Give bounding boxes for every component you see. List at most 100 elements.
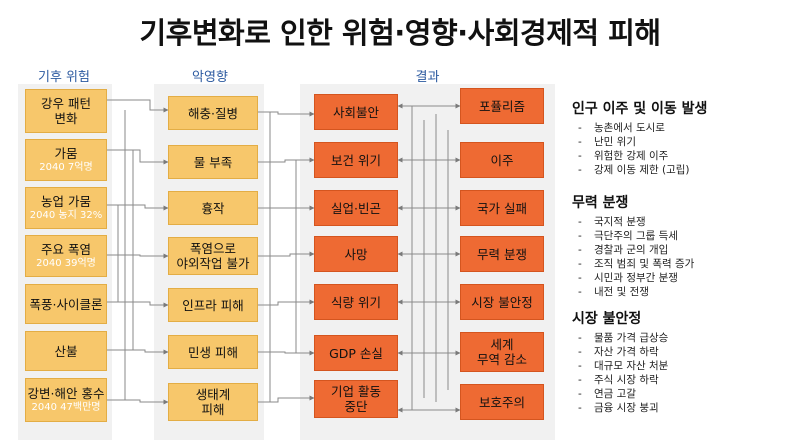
risk-label: 폭풍·사이클론 [29, 296, 103, 312]
section-list: 물품 가격 급상승 자산 가격 하락 대규모 자산 처분 주식 시장 하락 연금… [572, 331, 668, 415]
list-item: 주식 시장 하락 [572, 373, 668, 387]
section-market: 시장 불안정 물품 가격 급상승 자산 가격 하락 대규모 자산 처분 주식 시… [572, 308, 668, 415]
effect-box: 민생 피해 [168, 335, 258, 369]
result-box: 보건 위기 [314, 142, 398, 178]
risk-box: 가뭄 2040 7억명 [25, 139, 107, 181]
connector [107, 349, 169, 355]
result-label: GDP 손실 [329, 345, 383, 361]
section-migration: 인구 이주 및 이동 발생 농촌에서 도시로 난민 위기 위험한 강제 이주 강… [572, 98, 707, 177]
connector [258, 157, 315, 163]
result-box: 실업·빈곤 [314, 190, 398, 226]
effect-label: 물 부족 [193, 154, 233, 170]
result-box: 사회불안 [314, 94, 398, 130]
outcome-label: 무력 분쟁 [477, 246, 527, 262]
header-risk: 기후 위험 [38, 70, 90, 85]
result-label: 기업 활동 중단 [331, 384, 381, 414]
list-item: 농촌에서 도시로 [572, 121, 707, 135]
result-box: 기업 활동 중단 [314, 380, 398, 418]
list-item: 경찰과 군의 개입 [572, 243, 694, 257]
connector [258, 395, 315, 403]
result-box: 식량 위기 [314, 284, 398, 320]
outcome-label: 세계 무역 감소 [477, 337, 527, 367]
list-item: 난민 위기 [572, 135, 707, 149]
page-title: 기후변화로 인한 위험·영향·사회경제적 피해 [139, 16, 661, 50]
result-label: 보건 위기 [331, 152, 381, 168]
list-item: 내전 및 전쟁 [572, 285, 694, 299]
connector [258, 111, 315, 117]
list-item: 위험한 강제 이주 [572, 149, 707, 163]
result-label: 실업·빈곤 [331, 200, 381, 216]
risk-box: 주요 폭염 2040 39억명 [25, 235, 107, 277]
list-item: 대규모 자산 처분 [572, 359, 668, 373]
risk-label: 가뭄 [54, 146, 78, 161]
connector [107, 149, 169, 165]
outcome-label: 이주 [490, 152, 514, 168]
connector [107, 399, 169, 405]
effect-box: 해충·질병 [168, 96, 258, 130]
connector [258, 299, 315, 306]
risk-label: 농업 가뭄 [41, 194, 91, 209]
connector [107, 301, 169, 308]
list-item: 자산 가격 하락 [572, 345, 668, 359]
result-label: 사회불안 [332, 104, 379, 120]
list-item: 국지적 분쟁 [572, 215, 694, 229]
risk-label: 산불 [54, 343, 78, 359]
outcome-label: 시장 불안정 [471, 294, 533, 310]
connector [107, 204, 169, 211]
list-item: 물품 가격 급상승 [572, 331, 668, 345]
outcome-label: 보호주의 [478, 394, 525, 410]
risk-stat: 2040 47백만명 [31, 402, 101, 413]
risk-box: 강변·해안 홍수 2040 47백만명 [25, 378, 107, 422]
effect-label: 해충·질병 [188, 105, 238, 121]
outcome-box: 무력 분쟁 [460, 236, 544, 272]
connector [107, 99, 169, 113]
result-label: 사망 [344, 246, 368, 262]
outcome-label: 포퓰리즘 [478, 98, 525, 114]
connector [107, 253, 169, 259]
section-list: 국지적 분쟁 극단주의 그룹 득세 경찰과 군의 개입 조직 범죄 및 폭력 증… [572, 215, 694, 299]
outcome-box: 포퓰리즘 [460, 88, 544, 124]
header-effect: 악영향 [192, 70, 228, 85]
effect-label: 인프라 피해 [182, 297, 244, 313]
effect-label: 생태계 피해 [195, 387, 231, 417]
section-title: 인구 이주 및 이동 발생 [572, 101, 708, 117]
list-item: 금융 시장 붕괴 [572, 401, 668, 415]
risk-box: 농업 가뭄 2040 농지 32% [25, 187, 107, 229]
effect-label: 폭염으로 야외작업 불가 [176, 241, 250, 271]
risk-stat: 2040 농지 32% [29, 210, 103, 221]
risk-stat: 2040 7억명 [39, 162, 93, 173]
section-list: 농촌에서 도시로 난민 위기 위험한 강제 이주 강제 이동 제한 (고립) [572, 121, 707, 177]
list-item: 조직 범죄 및 폭력 증가 [572, 257, 694, 271]
effect-box: 물 부족 [168, 145, 258, 179]
outcome-box: 보호주의 [460, 384, 544, 420]
effect-label: 민생 피해 [188, 344, 238, 360]
list-item: 연금 고갈 [572, 387, 668, 401]
outcome-box: 국가 실패 [460, 190, 544, 226]
outcome-box: 세계 무역 감소 [460, 332, 544, 372]
outcome-box: 시장 불안정 [460, 284, 544, 320]
result-label: 식량 위기 [331, 294, 381, 310]
connector [258, 251, 315, 257]
risk-label: 강변·해안 홍수 [27, 386, 105, 401]
section-title: 무력 분쟁 [572, 195, 629, 211]
list-item: 시민과 정부간 분쟁 [572, 271, 694, 285]
risk-label: 강우 패턴 변화 [41, 96, 91, 126]
risk-box: 강우 패턴 변화 [25, 89, 107, 133]
list-item: 강제 이동 제한 (고립) [572, 163, 707, 177]
section-conflict: 무력 분쟁 국지적 분쟁 극단주의 그룹 득세 경찰과 군의 개입 조직 범죄 … [572, 192, 694, 299]
header-result: 결과 [415, 70, 440, 85]
result-box: GDP 손실 [314, 335, 398, 371]
risk-box: 폭풍·사이클론 [25, 284, 107, 324]
connector [258, 350, 315, 356]
section-title: 시장 불안정 [572, 311, 642, 327]
effect-box: 생태계 피해 [168, 383, 258, 421]
effect-box: 인프라 피해 [168, 288, 258, 322]
risk-box: 산불 [25, 331, 107, 371]
result-box: 사망 [314, 236, 398, 272]
risk-label: 주요 폭염 [41, 242, 91, 257]
effect-box: 흉작 [168, 191, 258, 225]
effect-box: 폭염으로 야외작업 불가 [168, 237, 258, 275]
list-item: 극단주의 그룹 득세 [572, 229, 694, 243]
outcome-box: 이주 [460, 142, 544, 178]
